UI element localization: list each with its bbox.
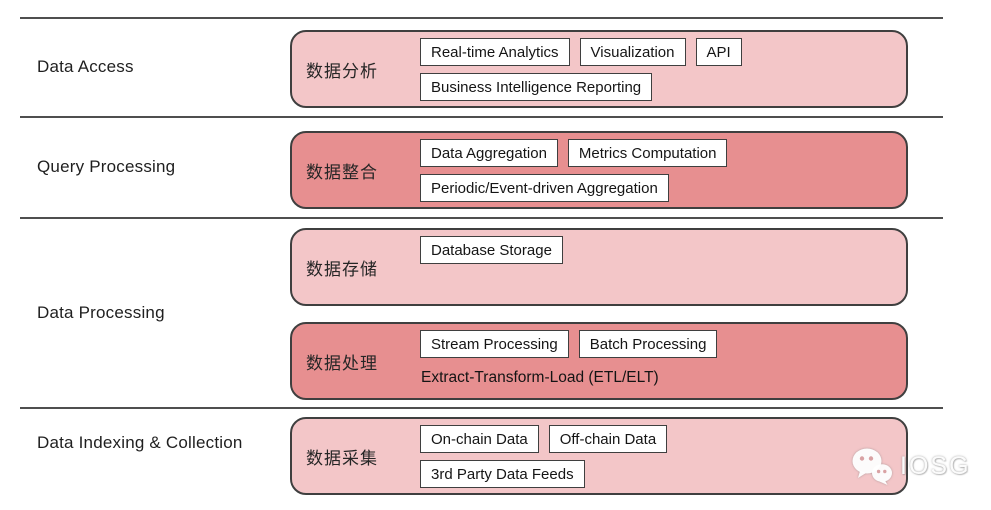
chip-row: Real-time Analytics Visualization API bbox=[420, 38, 742, 66]
section-divider bbox=[20, 407, 943, 409]
watermark: IOSG bbox=[851, 447, 971, 485]
chip-3rd-party-data-feeds: 3rd Party Data Feeds bbox=[420, 460, 585, 488]
chip-on-chain-data: On-chain Data bbox=[420, 425, 539, 453]
chip-batch-processing: Batch Processing bbox=[578, 330, 718, 358]
chip-periodic-event-driven-aggregation: Periodic/Event-driven Aggregation bbox=[420, 174, 669, 202]
note-row: Extract-Transform-Load (ETL/ELT) bbox=[420, 365, 659, 391]
chip-row: Periodic/Event-driven Aggregation bbox=[420, 174, 669, 202]
layer-label-data-processing: Data Processing bbox=[37, 303, 165, 322]
chip-off-chain-data: Off-chain Data bbox=[548, 425, 668, 453]
chip-row: On-chain Data Off-chain Data bbox=[420, 425, 668, 453]
chip-data-aggregation: Data Aggregation bbox=[420, 139, 558, 167]
group-cn-label: 数据分析 bbox=[306, 61, 378, 81]
group-box-data-collection: 数据采集 On-chain Data Off-chain Data 3rd Pa… bbox=[290, 417, 908, 495]
section-divider bbox=[20, 116, 943, 118]
chip-metrics-computation: Metrics Computation bbox=[567, 139, 728, 167]
etl-note: Extract-Transform-Load (ETL/ELT) bbox=[421, 369, 659, 386]
group-box-data-integration: 数据整合 Data Aggregation Metrics Computatio… bbox=[290, 131, 908, 209]
wechat-icon bbox=[852, 448, 892, 485]
group-box-data-analysis: 数据分析 Real-time Analytics Visualization A… bbox=[290, 30, 908, 108]
chip-real-time-analytics: Real-time Analytics bbox=[420, 38, 570, 66]
group-box-data-processing: 数据处理 Stream Processing Batch Processing … bbox=[290, 322, 908, 400]
group-cn-label: 数据采集 bbox=[306, 448, 378, 468]
chip-row: 3rd Party Data Feeds bbox=[420, 460, 585, 488]
group-cn-label: 数据存储 bbox=[306, 259, 378, 279]
section-divider bbox=[20, 17, 943, 19]
group-rows: On-chain Data Off-chain Data 3rd Party D… bbox=[420, 419, 906, 493]
group-rows: Real-time Analytics Visualization API Bu… bbox=[420, 32, 906, 106]
chip-database-storage: Database Storage bbox=[420, 236, 563, 264]
chip-row: Database Storage bbox=[420, 236, 563, 264]
chip-business-intelligence-reporting: Business Intelligence Reporting bbox=[420, 73, 653, 101]
chip-api: API bbox=[695, 38, 742, 66]
group-rows: Stream Processing Batch Processing Extra… bbox=[420, 324, 906, 398]
chip-row: Business Intelligence Reporting bbox=[420, 73, 653, 101]
group-rows: Data Aggregation Metrics Computation Per… bbox=[420, 133, 906, 207]
chip-row: Stream Processing Batch Processing bbox=[420, 330, 718, 358]
layer-label-query-processing: Query Processing bbox=[37, 157, 176, 176]
group-cn-label: 数据处理 bbox=[306, 353, 378, 373]
chip-stream-processing: Stream Processing bbox=[420, 330, 569, 358]
chip-visualization: Visualization bbox=[579, 38, 686, 66]
chip-row: Data Aggregation Metrics Computation bbox=[420, 139, 728, 167]
group-box-data-storage: 数据存储 Database Storage bbox=[290, 228, 908, 306]
watermark-text: IOSG bbox=[900, 451, 971, 480]
section-divider bbox=[20, 217, 943, 219]
layer-label-data-access: Data Access bbox=[37, 57, 134, 76]
group-rows: Database Storage bbox=[420, 230, 906, 304]
group-cn-label: 数据整合 bbox=[306, 162, 378, 182]
layer-label-data-indexing-collection: Data Indexing & Collection bbox=[37, 433, 243, 452]
